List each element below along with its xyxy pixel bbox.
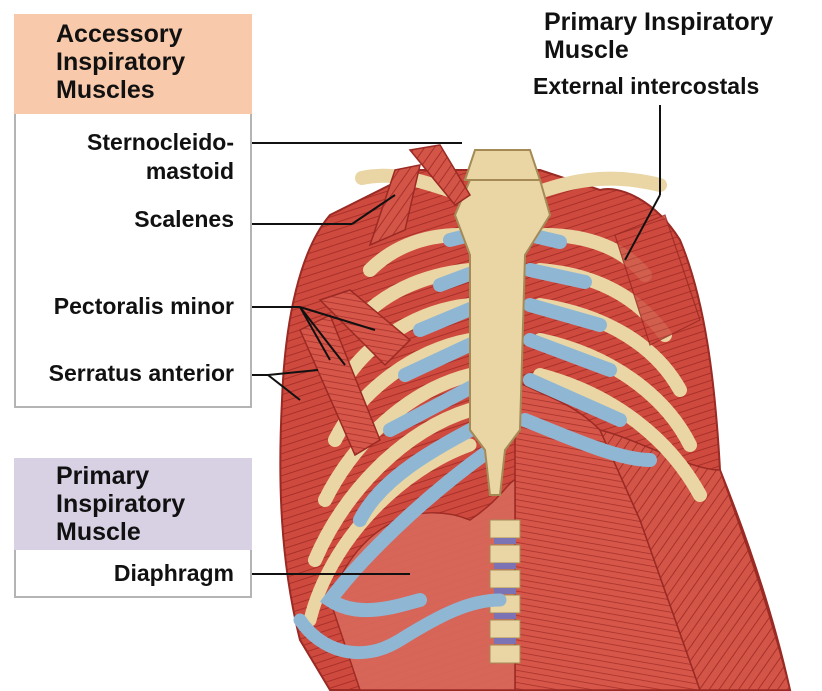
primary-top-header: Primary Inspiratory Muscle bbox=[544, 8, 822, 64]
primary-bottom-header: Primary Inspiratory Muscle bbox=[14, 458, 252, 550]
primary-bottom-header-line-2: Inspiratory bbox=[56, 490, 252, 518]
label-diaphragm: Diaphragm bbox=[40, 560, 234, 587]
primary-top-header-line-2: Muscle bbox=[544, 36, 822, 64]
accessory-header-line-2: Inspiratory bbox=[56, 48, 252, 76]
label-pectoralis-minor: Pectoralis minor bbox=[14, 293, 234, 320]
label-serratus-anterior: Serratus anterior bbox=[14, 360, 234, 387]
label-scalenes: Scalenes bbox=[40, 206, 234, 233]
primary-top-header-line-1: Primary Inspiratory bbox=[544, 8, 822, 36]
accessory-header-line-3: Muscles bbox=[56, 76, 252, 104]
label-external-intercostals: External intercostals bbox=[533, 73, 759, 100]
accessory-header: Accessory Inspiratory Muscles bbox=[14, 14, 252, 114]
vertebral-column bbox=[490, 520, 520, 663]
label-scm-line-2: mastoid bbox=[40, 158, 234, 185]
label-scm-line-1: Sternocleido- bbox=[40, 129, 234, 156]
accessory-header-line-1: Accessory bbox=[56, 20, 252, 48]
label-sternocleidomastoid: Sternocleido- mastoid bbox=[40, 129, 234, 185]
primary-bottom-header-line-1: Primary bbox=[56, 462, 252, 490]
primary-bottom-header-line-3: Muscle bbox=[56, 518, 252, 546]
